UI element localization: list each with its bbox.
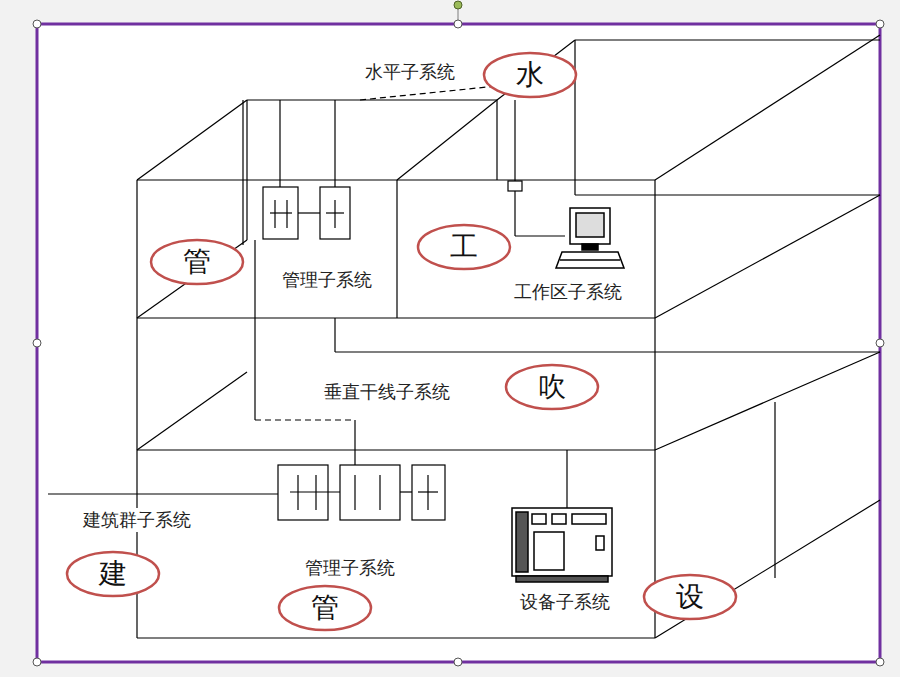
callout-text: 设 <box>642 578 738 616</box>
subsystem-label: 建筑群子系统 <box>80 508 194 532</box>
subsystem-label: 管理子系统 <box>302 556 398 580</box>
subsystem-label: 设备子系统 <box>517 590 613 614</box>
callout-ellipse: 水 <box>482 51 578 99</box>
callout-ellipse: 工 <box>416 223 512 271</box>
callout-text: 建 <box>65 555 161 593</box>
callout-text: 管 <box>149 243 245 281</box>
subsystem-label: 垂直干线子系统 <box>321 380 453 404</box>
subsystem-label: 工作区子系统 <box>511 280 625 304</box>
subsystem-label: 管理子系统 <box>279 268 375 292</box>
equipment-cabinet <box>512 508 612 582</box>
callout-text: 工 <box>416 228 512 266</box>
callout-ellipse: 吹 <box>504 363 600 411</box>
callout-text: 吹 <box>504 368 600 406</box>
callout-text: 水 <box>482 56 578 94</box>
callout-ellipse: 管 <box>149 238 245 286</box>
callout-ellipse: 设 <box>642 573 738 621</box>
callout-ellipse: 管 <box>277 584 373 632</box>
subsystem-label: 水平子系统 <box>362 60 458 84</box>
callout-ellipse: 建 <box>65 550 161 598</box>
computer-icon <box>556 208 624 268</box>
callout-text: 管 <box>277 589 373 627</box>
